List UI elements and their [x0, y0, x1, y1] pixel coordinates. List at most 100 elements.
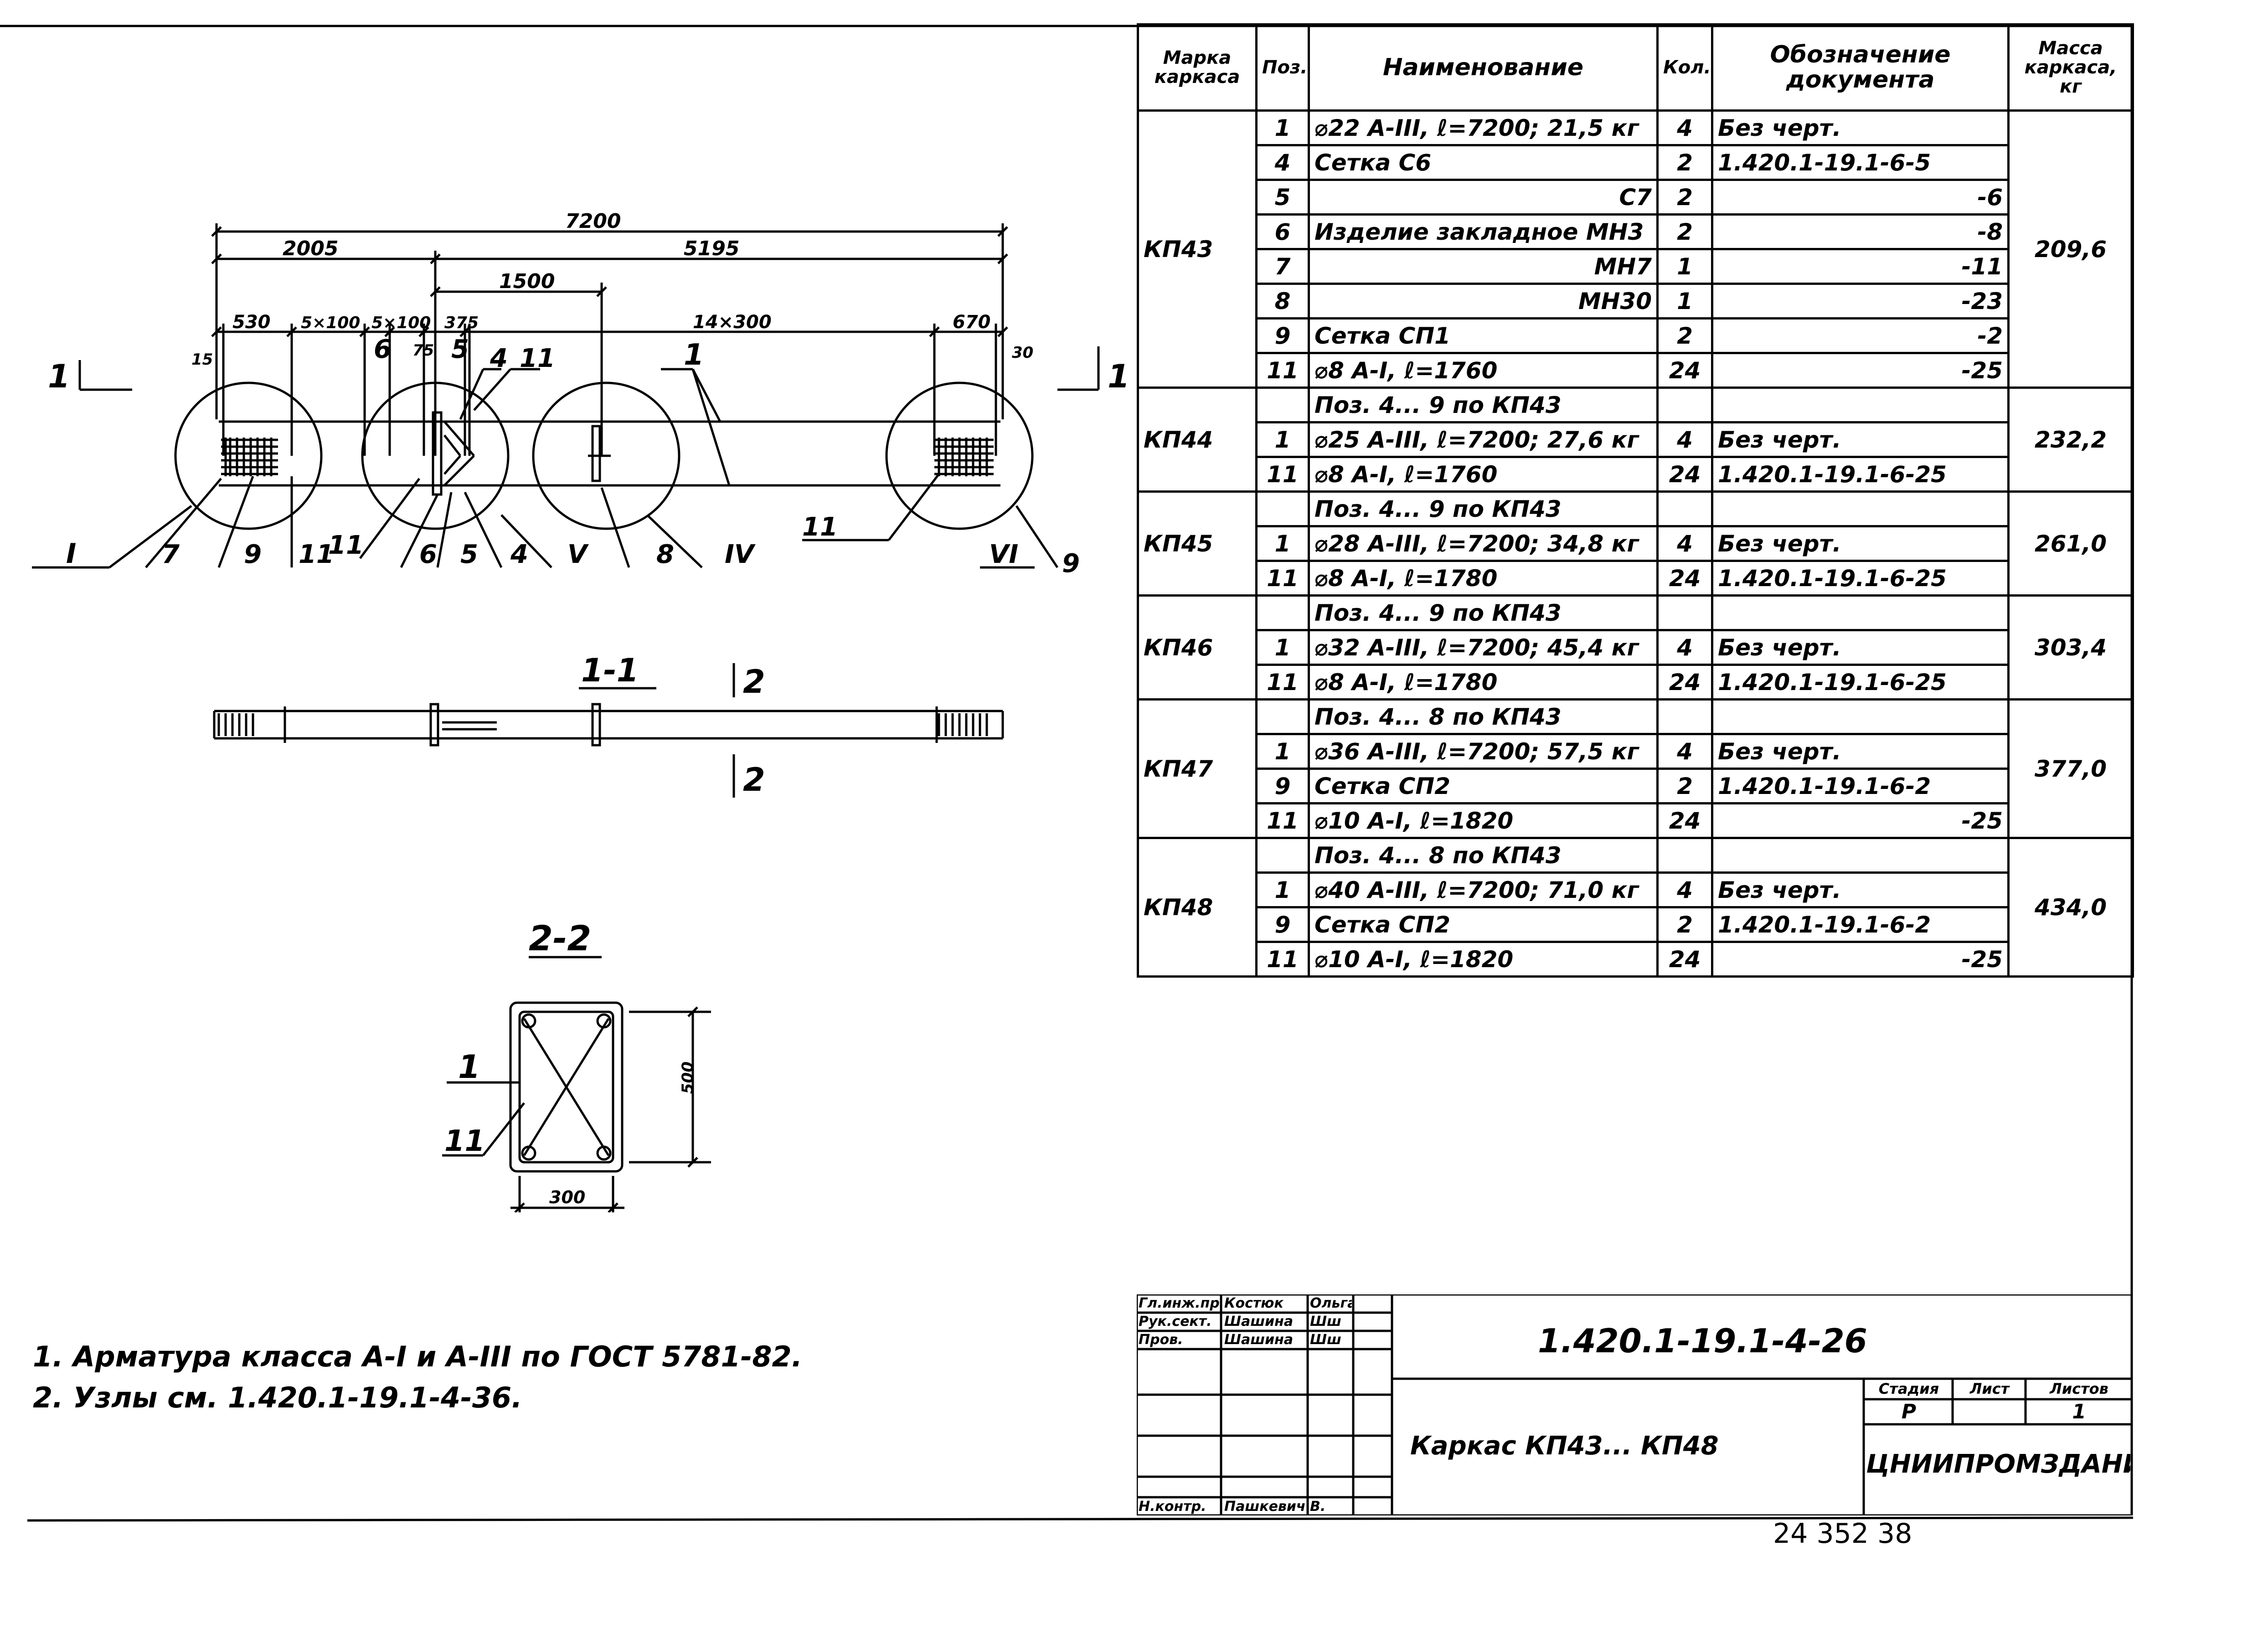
note-1: 1. Арматура класса А-I и А-III по ГОСТ 5… — [33, 1340, 803, 1373]
sig-role-3: Пров. — [1139, 1332, 1183, 1348]
position-cell: 9 — [1255, 906, 1310, 943]
dim-670: 670 — [953, 312, 991, 333]
quantity-cell — [1656, 594, 1713, 631]
callout-5-bottom: 5 — [460, 540, 478, 569]
document-cell: -23 — [1711, 283, 2010, 319]
document-cell: -25 — [1711, 802, 2010, 839]
position-cell — [1255, 490, 1310, 527]
document-cell: 1.420.1-19.1-6-25 — [1711, 456, 2010, 493]
section-2-2-drawing: 2-2 500 300 1 11 — [442, 918, 711, 1212]
callout-11-a: 11 — [299, 540, 334, 569]
quantity-cell: 2 — [1656, 768, 1713, 804]
frame-mass: 209,6 — [2007, 109, 2134, 389]
dim-75: 75 — [412, 341, 434, 360]
dim-section-width: 300 — [549, 1187, 585, 1207]
position-cell: 6 — [1255, 213, 1310, 250]
quantity-cell: 24 — [1656, 456, 1713, 493]
name-cell: ⌀10 А-I, ℓ=1820 — [1308, 941, 1659, 978]
dim-left: 2005 — [283, 237, 338, 260]
name-cell: Поз. 4... 8 по КП43 — [1308, 698, 1659, 735]
frame-mark: КП46 — [1137, 594, 1258, 701]
section-mark-2-top: 2 — [743, 663, 765, 701]
name-cell: Поз. 4... 9 по КП43 — [1308, 386, 1659, 423]
quantity-cell: 24 — [1656, 352, 1713, 389]
document-cell: Без черт. — [1711, 421, 2010, 458]
position-cell: 11 — [1255, 664, 1310, 701]
document-cell: -25 — [1711, 941, 2010, 978]
frame-mass: 261,0 — [2007, 490, 2134, 597]
frame-mark: КП48 — [1137, 837, 1258, 978]
position-cell: 1 — [1255, 871, 1310, 908]
view-title-2-2: 2-2 — [529, 918, 591, 958]
dim-30: 30 — [1012, 344, 1033, 362]
frame-mass: 434,0 — [2007, 837, 2134, 978]
document-cell: -2 — [1711, 317, 2010, 354]
name-cell: Сетка СП1 — [1308, 317, 1659, 354]
quantity-cell: 2 — [1656, 213, 1713, 250]
dim-total: 7200 — [565, 210, 621, 233]
header-name: Наименование — [1308, 23, 1659, 112]
sig-role-2: Рук.сект. — [1139, 1314, 1212, 1330]
sheets-count: 1 — [2072, 1400, 2086, 1423]
header-mass: Масса каркаса, кг — [2007, 23, 2134, 112]
position-cell: 5 — [1255, 179, 1310, 216]
name-cell: ⌀8 А-I, ℓ=1780 — [1308, 560, 1659, 597]
quantity-cell: 24 — [1656, 560, 1713, 597]
name-cell: Поз. 4... 9 по КП43 — [1308, 490, 1659, 527]
name-cell: Сетка СП2 — [1308, 768, 1659, 804]
document-cell: Без черт. — [1711, 109, 2010, 146]
position-cell — [1255, 837, 1310, 874]
callout-8: 8 — [656, 540, 674, 569]
doc-code: 1.420.1-19.1-4-26 — [1538, 1322, 1867, 1360]
callout-1: 1 — [684, 338, 704, 372]
quantity-cell: 1 — [1656, 283, 1713, 319]
frame-mass: 232,2 — [2007, 386, 2134, 493]
position-cell: 1 — [1255, 525, 1310, 562]
sig-sign-1: Ольга — [1310, 1295, 1352, 1311]
quantity-cell — [1656, 386, 1713, 423]
document-cell: 1.420.1-19.1-6-25 — [1711, 560, 2010, 597]
document-cell: 1.420.1-19.1-6-25 — [1711, 664, 2010, 701]
position-cell: 11 — [1255, 560, 1310, 597]
sheet-label: Лист — [1969, 1380, 2010, 1397]
stage-value: Р — [1901, 1400, 1917, 1423]
quantity-cell — [1656, 490, 1713, 527]
sig-sign-3: Шш — [1310, 1332, 1341, 1348]
callout-sec-11: 11 — [444, 1124, 485, 1158]
document-cell: Без черт. — [1711, 629, 2010, 666]
quantity-cell: 4 — [1656, 629, 1713, 666]
document-cell: -8 — [1711, 213, 2010, 250]
quantity-cell: 4 — [1656, 421, 1713, 458]
callout-11-top: 11 — [520, 344, 555, 373]
callout-sec-1: 1 — [458, 1048, 480, 1086]
quantity-cell: 4 — [1656, 871, 1713, 908]
frame-mass: 377,0 — [2007, 698, 2134, 839]
frame-mark: КП47 — [1137, 698, 1258, 839]
sheets-label: Листов — [2050, 1380, 2108, 1397]
sig-name-2: Шашина — [1224, 1314, 1294, 1330]
note-2: 2. Узлы см. 1.420.1-19.1-4-36. — [33, 1381, 522, 1414]
footer-numbers: 24 352 38 — [1773, 1518, 1912, 1550]
callout-11-c: 11 — [802, 512, 838, 542]
name-cell: ⌀32 А-III, ℓ=7200; 45,4 кг — [1308, 629, 1659, 666]
quantity-cell: 2 — [1656, 317, 1713, 354]
position-cell: 11 — [1255, 352, 1310, 389]
position-cell — [1255, 594, 1310, 631]
name-cell: ⌀10 А-I, ℓ=1820 — [1308, 802, 1659, 839]
name-cell: Сетка СП2 — [1308, 906, 1659, 943]
frame-bottom — [27, 1516, 2134, 1522]
dim-14x300: 14×300 — [693, 312, 772, 333]
node-label-IV: IV — [725, 540, 756, 569]
document-cell: 1.420.1-19.1-6-2 — [1711, 906, 2010, 943]
document-cell — [1711, 837, 2010, 874]
dim-5x100b: 5×100 — [371, 314, 431, 332]
